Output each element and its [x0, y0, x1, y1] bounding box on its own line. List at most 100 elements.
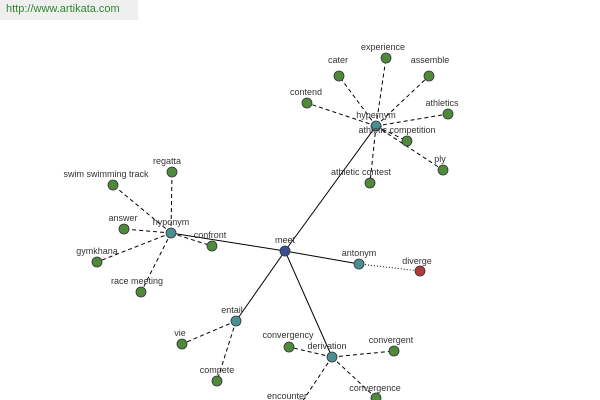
node-confront[interactable]: confront [194, 230, 227, 252]
node-dot-experience[interactable] [380, 52, 392, 64]
edge-hypernym_top-assemble [375, 75, 430, 127]
node-dot-meet[interactable] [279, 245, 291, 257]
edge-derivation-convergency [288, 346, 333, 358]
node-dot-convergent[interactable] [388, 345, 400, 357]
edge-hypernym_top-athletics [375, 113, 449, 127]
node-label-contend: contend [290, 87, 322, 97]
node-dot-regatta[interactable] [166, 166, 178, 178]
node-hypernym-top[interactable]: hypernym [356, 110, 396, 132]
edge-hyponym-gymkhana [96, 232, 172, 263]
node-race-meeting[interactable]: race meeting [111, 276, 163, 298]
node-label-swim-track: swim swimming track [63, 169, 149, 179]
node-dot-race-meeting[interactable] [135, 286, 147, 298]
node-ply[interactable]: ply [434, 154, 449, 176]
node-label-entail: entail [221, 305, 243, 315]
node-dot-swim-track[interactable] [107, 179, 119, 191]
node-convergent[interactable]: convergent [369, 335, 414, 357]
node-athletic-contest[interactable]: athletic contest [331, 167, 392, 189]
node-gymkhana[interactable]: gymkhana [76, 246, 118, 268]
edge-hypernym_top-cater [338, 75, 377, 127]
node-label-athletics: athletics [425, 98, 459, 108]
node-entail[interactable]: entail [221, 305, 243, 327]
node-compete[interactable]: compete [200, 365, 235, 387]
node-derivation[interactable]: derivation [307, 341, 347, 363]
edge-derivation-encounter [302, 356, 333, 400]
edge-antonym-diverge [358, 263, 421, 272]
node-antonym[interactable]: antonym [342, 248, 377, 270]
node-assemble[interactable]: assemble [411, 55, 450, 82]
node-answer[interactable]: answer [108, 213, 138, 235]
node-dot-entail[interactable] [230, 315, 242, 327]
node-athletic-competition[interactable]: athletic competition [358, 125, 436, 147]
node-regatta[interactable]: regatta [153, 156, 181, 178]
node-label-convergent: convergent [369, 335, 414, 345]
node-convergency[interactable]: convergency [262, 330, 314, 353]
edge-hypernym_top-ply [375, 125, 444, 171]
node-dot-answer[interactable] [118, 223, 130, 235]
node-dot-athletics[interactable] [442, 108, 454, 120]
node-dot-antonym[interactable] [353, 258, 365, 270]
node-label-encounter: encounter [267, 391, 307, 400]
node-label-hyponym: hyponym [153, 217, 190, 227]
node-label-gymkhana: gymkhana [76, 246, 118, 256]
node-label-convergence: convergence [349, 383, 401, 393]
node-label-ply: ply [434, 154, 446, 164]
node-vie[interactable]: vie [174, 328, 188, 350]
edge-meet-hypernym_top [284, 125, 377, 252]
node-dot-hyponym[interactable] [165, 227, 177, 239]
source-url-text[interactable]: http://www.artikata.com [6, 3, 120, 15]
node-athletics[interactable]: athletics [425, 98, 459, 120]
node-label-regatta: regatta [153, 156, 181, 166]
node-diverge[interactable]: diverge [402, 256, 432, 277]
node-label-race-meeting: race meeting [111, 276, 163, 286]
node-hyponym[interactable]: hyponym [153, 217, 190, 239]
node-label-athletic-competition: athletic competition [358, 125, 435, 135]
node-label-hypernym-top: hypernym [356, 110, 396, 120]
node-label-cater: cater [328, 55, 348, 65]
node-label-experience: experience [361, 42, 405, 52]
edge-hyponym-swim_track [112, 184, 172, 234]
node-dot-athletic-contest[interactable] [364, 177, 376, 189]
node-dot-compete[interactable] [211, 375, 223, 387]
node-dot-cater[interactable] [333, 70, 345, 82]
edge-derivation-convergent [331, 350, 395, 358]
node-dot-derivation[interactable] [326, 351, 338, 363]
edge-hyponym-confront [170, 232, 213, 247]
node-dot-vie[interactable] [176, 338, 188, 350]
graph-edges [96, 57, 449, 400]
graph-nodes: meet hypernym hyponym antonym entail derivati… [63, 42, 459, 400]
edge-hypernym_top-contend [306, 102, 377, 127]
node-dot-assemble[interactable] [423, 70, 435, 82]
node-swim-track[interactable]: swim swimming track [63, 169, 149, 191]
node-label-assemble: assemble [411, 55, 450, 65]
node-label-convergency: convergency [262, 330, 314, 340]
node-dot-gymkhana[interactable] [91, 256, 103, 268]
node-label-vie: vie [174, 328, 186, 338]
node-experience[interactable]: experience [361, 42, 405, 64]
node-dot-convergence[interactable] [370, 392, 382, 400]
edge-hyponym-regatta [170, 171, 173, 234]
edge-hypernym_top-experience [375, 57, 387, 127]
node-dot-hypernym-top[interactable] [370, 120, 382, 132]
source-url-banner[interactable]: http://www.artikata.com [0, 0, 138, 20]
node-dot-diverge[interactable] [414, 265, 426, 277]
edge-entail-vie [181, 320, 237, 345]
edge-hyponym-answer [123, 228, 172, 234]
node-dot-athletic-competition[interactable] [401, 135, 413, 147]
node-dot-confront[interactable] [206, 240, 218, 252]
node-dot-ply[interactable] [437, 164, 449, 176]
node-cater[interactable]: cater [328, 55, 348, 82]
node-meet[interactable]: meet [275, 235, 296, 257]
node-contend[interactable]: contend [290, 87, 322, 109]
node-dot-convergency[interactable] [283, 341, 295, 353]
edge-meet-derivation [284, 250, 333, 358]
node-encounter[interactable]: encounter [267, 391, 307, 400]
edge-meet-antonym [284, 250, 360, 265]
node-label-antonym: antonym [342, 248, 377, 258]
edge-meet-hyponym [170, 232, 286, 252]
node-dot-contend[interactable] [301, 97, 313, 109]
node-label-compete: compete [200, 365, 235, 375]
node-convergence[interactable]: convergence [349, 383, 401, 400]
edge-entail-compete [216, 320, 237, 382]
node-label-confront: confront [194, 230, 227, 240]
